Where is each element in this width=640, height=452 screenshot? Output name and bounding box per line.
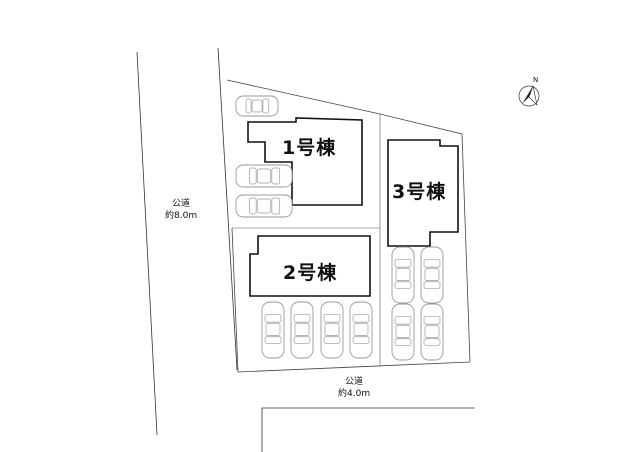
west-road-label: 公道 約8.0m <box>165 198 197 222</box>
building-2-label: 2号棟 <box>283 262 338 284</box>
parked-car-icon <box>261 301 285 359</box>
parked-car-icon <box>235 194 293 218</box>
building-1-outline <box>247 117 363 206</box>
south-road-width: 約4.0m <box>338 389 371 399</box>
building-3-outline <box>387 139 459 247</box>
parking-cars <box>235 95 444 361</box>
parked-car-icon <box>420 303 444 361</box>
parked-car-icon <box>391 246 415 304</box>
building-3-label: 3号棟 <box>392 181 447 203</box>
north-arrow-icon <box>518 84 540 107</box>
parked-car-icon <box>320 301 344 359</box>
site-boundary <box>226 79 471 373</box>
building-2-outline <box>249 235 371 297</box>
parked-car-icon <box>349 301 373 359</box>
south-road-name: 公道 <box>345 377 364 387</box>
south-road-label: 公道 約4.0m <box>338 376 370 400</box>
parked-car-icon <box>391 303 415 361</box>
parked-car-icon <box>235 95 279 117</box>
compass-north-label: N <box>533 76 539 84</box>
parked-car-icon <box>290 301 314 359</box>
west-road-width: 約8.0m <box>165 211 198 221</box>
parked-car-icon <box>235 164 293 188</box>
west-road-edge-inner <box>217 47 238 371</box>
west-road-edge-outer <box>136 51 158 436</box>
south-road-edge <box>261 407 475 452</box>
building-1-label: 1号棟 <box>282 137 337 159</box>
parked-car-icon <box>420 246 444 304</box>
west-road-name: 公道 <box>172 199 191 209</box>
